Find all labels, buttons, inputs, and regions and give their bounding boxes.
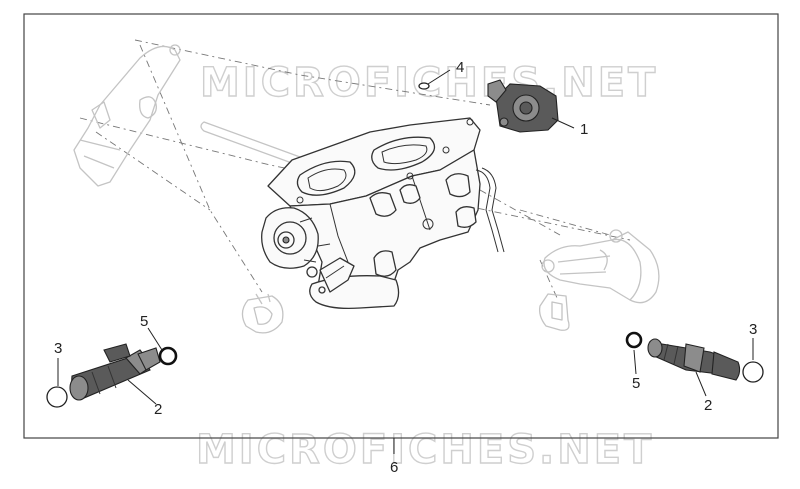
small-oring bbox=[418, 82, 430, 90]
throttle-position-sensor bbox=[487, 79, 559, 133]
injector-right bbox=[647, 338, 741, 381]
oring-left-nozzle bbox=[158, 346, 178, 366]
oring-right-nozzle bbox=[625, 331, 643, 349]
callout-label: 6 bbox=[390, 459, 398, 476]
injector-left bbox=[69, 343, 161, 401]
ghost-pin bbox=[200, 121, 304, 167]
ghost-intake-duct-right bbox=[541, 229, 660, 304]
ghost-clamp-left bbox=[241, 293, 284, 334]
alignment-lines bbox=[79, 39, 631, 301]
callout-label: 1 bbox=[580, 121, 588, 138]
ghost-clamp-right bbox=[538, 293, 570, 331]
callout-label: 5 bbox=[140, 313, 148, 330]
assembly-frame bbox=[23, 13, 779, 439]
watermark-top: MICROFICHES.NET bbox=[200, 60, 658, 106]
callout-label: 3 bbox=[54, 340, 62, 357]
oring-right-end bbox=[742, 361, 764, 383]
leader-lines bbox=[57, 69, 754, 454]
watermark-bottom: MICROFICHES.NET bbox=[196, 427, 654, 473]
callout-label: 5 bbox=[632, 375, 640, 392]
oring-left-end bbox=[46, 386, 68, 408]
callout-labels: 1 2 2 3 3 4 5 5 6 bbox=[54, 59, 757, 476]
throttle-body bbox=[261, 117, 505, 310]
callout-label: 4 bbox=[456, 59, 464, 76]
callout-label: 2 bbox=[704, 397, 712, 414]
ghost-intake-duct-left bbox=[73, 44, 181, 187]
callout-label: 2 bbox=[154, 401, 162, 418]
callout-label: 3 bbox=[749, 321, 757, 338]
